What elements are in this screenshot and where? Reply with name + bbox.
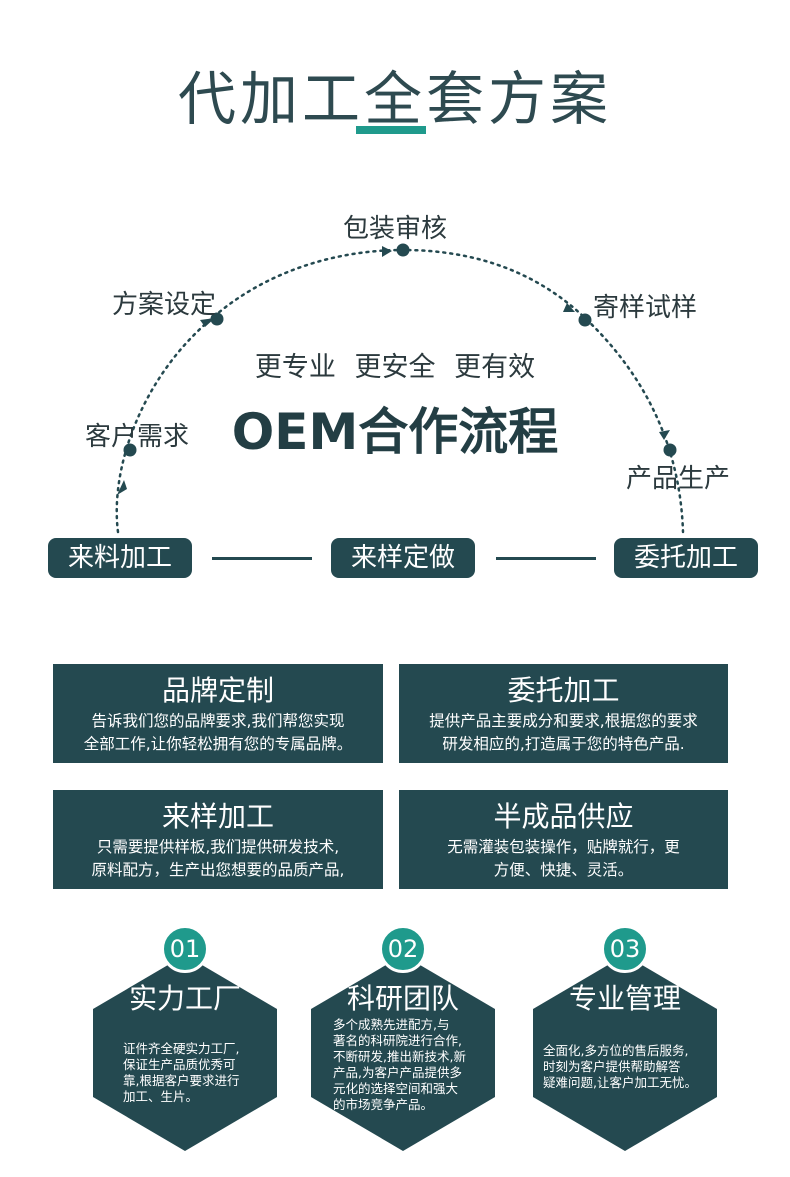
title-underline [356, 126, 426, 134]
step-sample-trial: 寄样试样 [593, 293, 698, 323]
service-text-line: 研发相应的,打造属于您的特色产品. [442, 735, 685, 753]
service-title: 委托加工 [507, 674, 620, 707]
badge-number: 02 [379, 925, 427, 973]
arrow-head-1 [117, 480, 127, 495]
advantage-text-line: 疑难问题,让客户加工无忧。 [543, 1075, 697, 1090]
process-arc [115, 243, 685, 534]
service-text-line: 告诉我们您的品牌要求,我们帮您实现 [91, 712, 345, 730]
advantage-hex-factory: 01 实力工厂 证件齐全硬实力工厂, 保证生产品质优秀可 靠,根据客户要求进行 … [93, 925, 277, 1155]
service-text-line: 全部工作,让你轻松拥有您的专属品牌。 [83, 735, 353, 753]
advantage-text-line: 不断研发,推出新技术,新 [333, 1049, 466, 1064]
service-card-oem: 委托加工 提供产品主要成分和要求,根据您的要求 研发相应的,打造属于您的特色产品… [399, 664, 728, 763]
mode-pill-oem-processing: 委托加工 [614, 538, 758, 578]
advantage-title: 专业管理 [568, 982, 681, 1015]
service-title: 品牌定制 [161, 674, 274, 707]
service-text-line: 提供产品主要成分和要求,根据您的要求 [429, 712, 698, 730]
oem-flow-title: OEM合作流程 [231, 403, 559, 461]
advantage-text-line: 元化的选择空间和强大 [333, 1081, 459, 1096]
advantage-hex-management: 03 专业管理 全面化,多方位的售后服务, 时刻为客户提供帮助解答 疑难问题,让… [533, 925, 717, 1155]
mode-pill-material-processing: 来料加工 [48, 538, 192, 578]
step-production: 产品生产 [626, 464, 731, 494]
service-text-line: 无需灌装包装操作，贴牌就行，更 [447, 838, 680, 856]
step-package-review: 包装审核 [343, 214, 448, 244]
advantage-hex-research: 02 科研团队 多个成熟先进配方,与 著名的科研院进行合作, 不断研发,推出新技… [311, 925, 495, 1155]
service-text-line: 方便、快捷、灵活。 [493, 861, 634, 879]
arrow-head-2 [200, 318, 215, 327]
service-text-line: 只需要提供样板,我们提供研发技术, [96, 838, 340, 856]
step-plan-setting: 方案设定 [112, 290, 217, 320]
arrow-head-5 [659, 430, 670, 440]
arrow-head-4 [563, 303, 575, 312]
advantage-text-line: 证件齐全硬实力工厂, [123, 1041, 240, 1056]
service-title: 半成品供应 [493, 800, 634, 833]
advantage-title: 科研团队 [346, 982, 459, 1015]
service-title: 来样加工 [161, 800, 274, 833]
advantage-text-line: 著名的科研院进行合作, [333, 1033, 462, 1048]
service-text-line: 原料配方，生产出您想要的品质产品, [91, 861, 345, 879]
slogan: 更专业 更安全 更有效 [254, 352, 536, 383]
advantage-text-line: 产品,为客户产品提供多 [333, 1065, 462, 1080]
mode-pill-sample-custom: 来样定做 [331, 538, 475, 578]
step-dot-1 [123, 443, 137, 457]
advantage-text-line: 多个成熟先进配方,与 [333, 1017, 450, 1032]
service-card-semi-finished: 半成品供应 无需灌装包装操作，贴牌就行，更 方便、快捷、灵活。 [399, 790, 728, 889]
step-dot-2 [210, 312, 224, 326]
step-customer-needs: 客户需求 [85, 422, 190, 452]
step-dot-3 [396, 243, 410, 257]
page-title: 代加工全套方案 [177, 65, 612, 133]
advantage-text-line: 时刻为客户提供帮助解答 [543, 1059, 681, 1074]
badge-number: 01 [161, 925, 209, 973]
advantage-text-line: 保证生产品质优秀可 [123, 1057, 236, 1072]
badge-number: 03 [601, 925, 649, 973]
step-dot-4 [578, 313, 592, 327]
step-dot-5 [663, 443, 677, 457]
service-card-brand-custom: 品牌定制 告诉我们您的品牌要求,我们帮您实现 全部工作,让你轻松拥有您的专属品牌… [53, 664, 383, 763]
pill-connector [212, 557, 312, 560]
advantage-text-line: 靠,根据客户要求进行 [123, 1073, 240, 1088]
advantage-text-line: 全面化,多方位的售后服务, [543, 1043, 689, 1058]
service-card-sample-processing: 来样加工 只需要提供样板,我们提供研发技术, 原料配方，生产出您想要的品质产品, [53, 790, 383, 889]
arrow-head-3 [382, 246, 392, 257]
advantage-text-line: 加工、生片。 [123, 1089, 199, 1104]
advantage-text-line: 的市场竞争产品。 [333, 1097, 434, 1112]
advantage-title: 实力工厂 [128, 982, 241, 1015]
pill-connector [496, 557, 596, 560]
